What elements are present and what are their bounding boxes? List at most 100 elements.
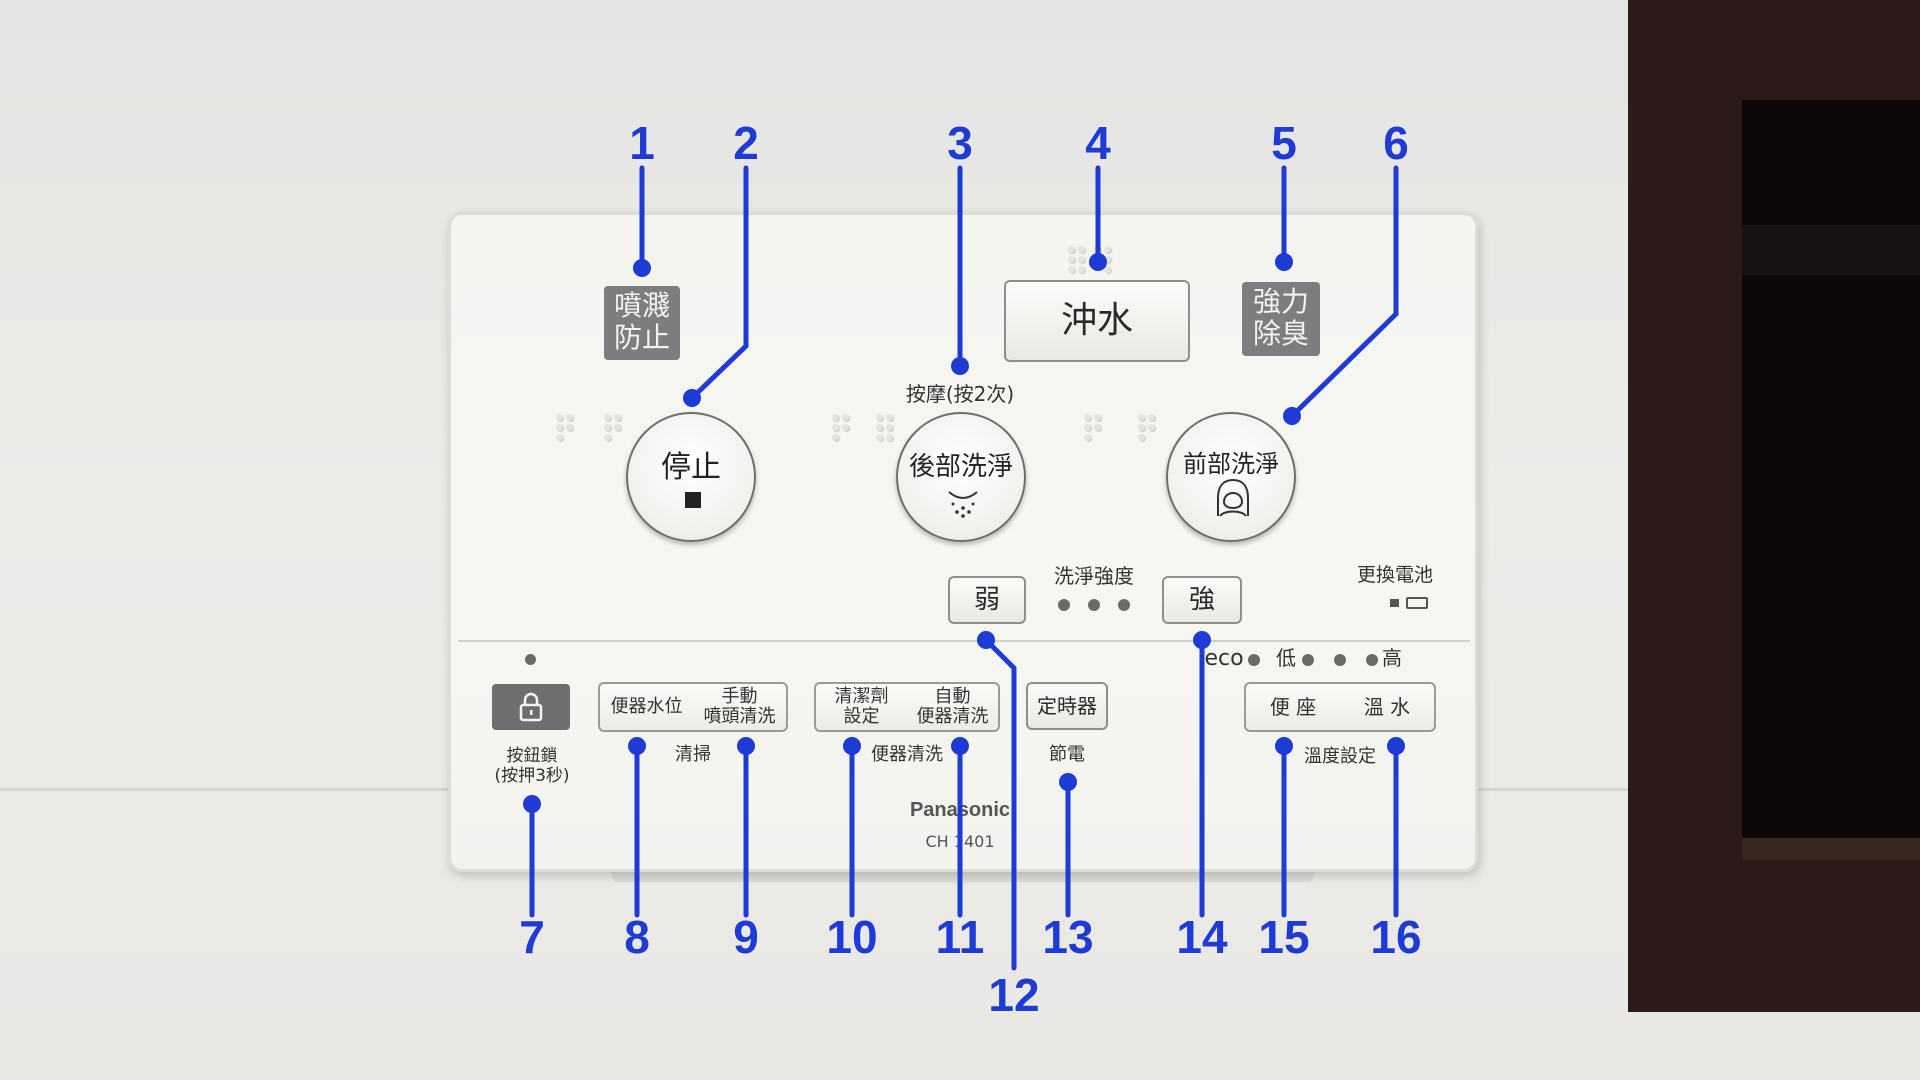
flush-button[interactable]: 沖水	[1004, 280, 1190, 362]
weak-button[interactable]: 弱	[948, 576, 1026, 624]
strong-button[interactable]: 強	[1162, 576, 1242, 624]
braille-dot	[886, 434, 893, 441]
temp-led-high	[1366, 654, 1378, 666]
braille-dot	[842, 414, 849, 421]
braille-dot	[1094, 424, 1101, 431]
callout-5: 5	[1271, 117, 1297, 169]
braille-dot	[604, 414, 611, 421]
callout-16: 16	[1370, 911, 1422, 963]
rear-wash-button[interactable]: 後部洗淨	[896, 412, 1026, 542]
strength-led-1	[1058, 599, 1070, 611]
battery-led	[1390, 599, 1399, 607]
braille-dot	[566, 424, 573, 431]
braille-dot	[876, 434, 883, 441]
wash-strength-label: 洗淨強度	[1054, 564, 1134, 588]
battery-icon	[1406, 597, 1428, 609]
callout-10: 10	[826, 911, 878, 963]
callout-7: 7	[519, 911, 545, 963]
temp-led-low	[1302, 654, 1314, 666]
braille-dot	[1084, 434, 1091, 441]
temp-button-pair: 便 座 溫 水	[1244, 682, 1436, 732]
door-glass-reflection	[1742, 225, 1920, 275]
braille-dot	[842, 424, 849, 431]
braille-dot	[876, 414, 883, 421]
manual-nozzle-clean-button[interactable]: 手動 噴頭清洗	[703, 686, 776, 727]
braille-dot	[1138, 434, 1145, 441]
auto-bowl-clean-button[interactable]: 自動 便器清洗	[916, 686, 989, 727]
braille-dot	[614, 424, 621, 431]
temp-high-label: 高	[1382, 646, 1402, 670]
lock-label: 按鈕鎖 (按押3秒)	[494, 746, 570, 787]
stop-label: 停止	[661, 450, 721, 485]
deodorize-button[interactable]: 強力 除臭	[1242, 282, 1320, 356]
front-wash-button[interactable]: 前部洗淨	[1166, 412, 1296, 542]
stop-button[interactable]: 停止	[626, 412, 756, 542]
callout-15: 15	[1258, 911, 1310, 963]
detergent-setting-button[interactable]: 清潔劑 設定	[834, 686, 889, 727]
anti-splash-button[interactable]: 噴濺 防止	[604, 286, 680, 360]
braille-dot	[1068, 256, 1075, 263]
braille-dot	[832, 434, 839, 441]
lock-led	[525, 654, 536, 665]
braille-dot	[1094, 246, 1101, 253]
bowl-clean-button-pair: 清潔劑 設定 自動 便器清洗	[814, 682, 1000, 732]
temp-low-label: 低	[1276, 646, 1296, 670]
callout-4: 4	[1085, 117, 1111, 169]
temp-eco-label: eco	[1204, 646, 1244, 671]
energy-saving-label: 節電	[1049, 744, 1085, 765]
callout-13: 13	[1042, 911, 1094, 963]
battery-label: 更換電池	[1356, 564, 1433, 586]
callout-12: 12	[988, 969, 1040, 1021]
bowl-water-level-button[interactable]: 便器水位	[610, 696, 683, 718]
callout-3: 3	[947, 117, 973, 169]
braille-dot	[1068, 266, 1075, 273]
clean-group-label: 清掃	[675, 744, 711, 765]
braille-dot	[832, 414, 839, 421]
braille-dot	[1084, 424, 1091, 431]
timer-button[interactable]: 定時器	[1026, 682, 1108, 730]
braille-dot	[1104, 246, 1111, 253]
model-number: CH 1401	[925, 832, 995, 851]
door-sill	[1742, 838, 1920, 860]
stop-square-icon	[685, 492, 701, 508]
temp-setting-label: 溫度設定	[1304, 746, 1376, 767]
callout-6: 6	[1383, 117, 1409, 169]
seat-temp-button[interactable]: 便 座	[1269, 695, 1317, 719]
panel-lip	[612, 872, 1314, 882]
temp-led-eco	[1248, 654, 1260, 666]
door-glass	[1742, 100, 1920, 840]
braille-dot	[556, 424, 563, 431]
braille-dot	[1094, 256, 1101, 263]
callout-11: 11	[935, 911, 985, 963]
temp-led-mid	[1334, 654, 1346, 666]
braille-dot	[1078, 256, 1085, 263]
callout-2: 2	[733, 117, 759, 169]
braille-dot	[1094, 414, 1101, 421]
braille-dot	[604, 424, 611, 431]
braille-dot	[1148, 424, 1155, 431]
braille-dot	[1078, 266, 1085, 273]
braille-dot	[1138, 424, 1145, 431]
bowl-clean-group-label: 便器清洗	[871, 744, 943, 765]
braille-dot	[886, 414, 893, 421]
brand-logo: Panasonic	[909, 799, 1011, 821]
water-temp-button[interactable]: 溫 水	[1363, 695, 1411, 719]
braille-dot	[1084, 414, 1091, 421]
braille-dot	[1078, 246, 1085, 253]
female-figure-icon	[1217, 479, 1249, 517]
braille-dot	[566, 414, 573, 421]
strength-led-3	[1118, 599, 1130, 611]
braille-dot	[1138, 414, 1145, 421]
braille-dot	[556, 414, 563, 421]
rear-wash-label: 後部洗淨	[908, 452, 1013, 482]
braille-dot	[1148, 414, 1155, 421]
remote-control-panel	[448, 212, 1478, 872]
braille-dot	[604, 434, 611, 441]
callout-8: 8	[624, 911, 650, 963]
braille-dot	[1104, 256, 1111, 263]
braille-dot	[556, 434, 563, 441]
callout-14: 14	[1176, 911, 1228, 963]
lock-button[interactable]	[492, 684, 570, 730]
braille-dot	[1104, 266, 1111, 273]
braille-dot	[1068, 246, 1075, 253]
